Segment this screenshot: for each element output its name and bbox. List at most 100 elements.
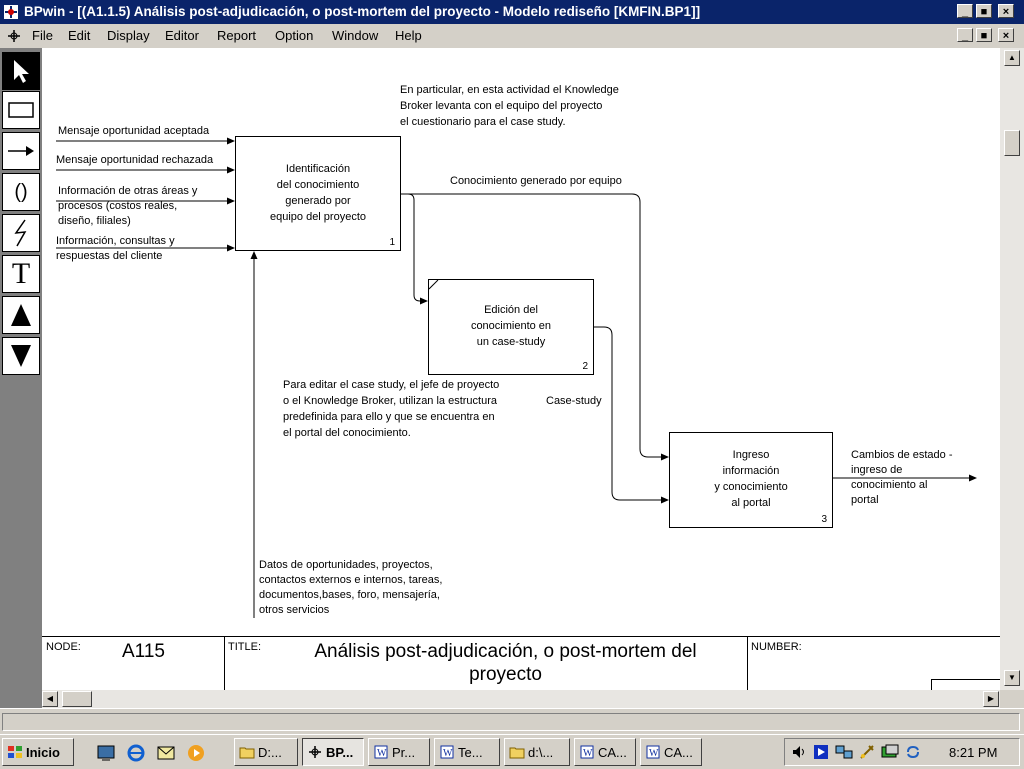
activity-box-2[interactable]: Edición del conocimiento en un case-stud… [428, 279, 594, 375]
clock[interactable]: 8:21 PM [949, 745, 998, 760]
menu-editor[interactable]: Editor [165, 28, 199, 43]
diagram-title-line: Análisis post-adjudicación, o post-morte… [314, 641, 697, 662]
input-label[interactable]: Mensaje oportunidad aceptada [58, 124, 209, 139]
output-label-line: portal [851, 494, 879, 506]
restore-button[interactable]: ■ [976, 4, 992, 18]
note-box1[interactable]: En particular, en esta actividad el Know… [400, 82, 619, 130]
title-cell: TITLE: Análisis post-adjudicación, o pos… [224, 637, 748, 690]
squiggle-tool[interactable]: () [2, 173, 40, 211]
diagram-arrows [56, 137, 977, 618]
taskbar-button-label: CA... [664, 744, 693, 760]
doc-close-button[interactable]: × [998, 28, 1014, 42]
vertical-scrollbar[interactable]: ▲ ▼ [1000, 48, 1024, 690]
start-label: Inicio [26, 744, 60, 760]
number-cell: NUMBER: [747, 637, 1000, 690]
arrow-right-icon [8, 146, 34, 156]
word-document-icon: W [580, 745, 594, 759]
desktop-icon[interactable] [96, 744, 116, 762]
mechanism-label-line: otros servicios [259, 604, 330, 616]
network-icon[interactable] [835, 744, 853, 760]
lightning-bolt-icon [14, 219, 27, 247]
taskbar-button-word-ca2[interactable]: W CA... [640, 738, 702, 766]
menu-file[interactable]: File [32, 28, 53, 43]
triangle-down-icon [11, 345, 31, 367]
taskbar-button-label: BP... [326, 744, 354, 760]
output-label-line: conocimiento al [851, 479, 928, 491]
status-bar [0, 708, 1024, 735]
volume-icon[interactable] [791, 744, 807, 760]
internet-explorer-icon[interactable] [126, 744, 146, 762]
vertical-scroll-thumb[interactable] [1004, 130, 1020, 156]
doc-restore-button[interactable]: ■ [976, 28, 992, 42]
activity-box-3[interactable]: Ingreso información y conocimiento al po… [669, 432, 833, 528]
horizontal-scrollbar[interactable]: ◀ ▶ [42, 690, 1000, 708]
svg-text:W: W [649, 748, 659, 759]
menu-edit[interactable]: Edit [68, 28, 91, 43]
text-tool[interactable]: T [2, 255, 40, 293]
document-icon[interactable] [4, 27, 24, 45]
activity-box-tool[interactable] [2, 91, 40, 129]
input-label[interactable]: Información de otras áreas y procesos (c… [58, 184, 197, 229]
go-to-parent-tool[interactable] [2, 296, 40, 334]
windows-logo-icon [8, 746, 22, 758]
menu-option[interactable]: Option [275, 28, 314, 43]
menu-report[interactable]: Report [217, 28, 257, 43]
box3-text-line: Ingreso [732, 449, 770, 461]
arrow-label-conocimiento[interactable]: Conocimiento generado por equipo [450, 175, 622, 187]
diagram-canvas[interactable]: Identificación del conocimiento generado… [42, 48, 1000, 690]
box1-number: 1 [389, 237, 395, 248]
taskbar-button-bpwin[interactable]: BP... [302, 738, 364, 766]
scroll-up-button[interactable]: ▲ [1004, 50, 1020, 66]
scroll-left-button[interactable]: ◀ [42, 691, 58, 707]
box1-text-line: equipo del proyecto [269, 211, 366, 223]
box1-text-line: del conocimiento [276, 179, 360, 191]
svg-text:W: W [377, 748, 387, 759]
box2-number: 2 [582, 361, 588, 372]
menu-help[interactable]: Help [395, 28, 422, 43]
media-icon[interactable] [813, 744, 829, 760]
title-label: TITLE: [228, 641, 262, 653]
activity-box-1[interactable]: Identificación del conocimiento generado… [235, 136, 401, 251]
taskbar-button-word-pr[interactable]: W Pr... [368, 738, 430, 766]
scroll-right-button[interactable]: ▶ [983, 691, 999, 707]
mechanism-label[interactable]: Datos de oportunidades, proyectos, conta… [259, 558, 442, 618]
title-bar[interactable]: BPwin - [(A1.1.5) Análisis post-adjudica… [0, 0, 1024, 24]
bolt-tool[interactable] [2, 214, 40, 252]
go-to-child-tool[interactable] [2, 337, 40, 375]
arrow-label-case-study[interactable]: Case-study [546, 395, 602, 407]
pointer-tool[interactable] [2, 52, 40, 90]
toolbox: () T [0, 48, 42, 708]
input-label[interactable]: Mensaje oportunidad rechazada [56, 153, 213, 168]
horizontal-scroll-thumb[interactable] [62, 691, 92, 707]
box2-text-line: Edición del [484, 304, 538, 316]
mechanism-label-line: documentos,bases, foro, mensajería, [259, 589, 440, 601]
output-label-line: ingreso de [851, 464, 903, 476]
note-line: el portal del conocimiento. [283, 427, 411, 439]
number-label: NUMBER: [751, 641, 802, 653]
tray-sync-icon[interactable] [905, 744, 921, 760]
taskbar-button-explorer-d2[interactable]: d:\... [504, 738, 570, 766]
taskbar-button-word-te[interactable]: W Te... [434, 738, 500, 766]
taskbar-button-label: d:\... [528, 744, 554, 760]
tray-tool-icon[interactable] [859, 744, 875, 760]
output-label[interactable]: Cambios de estado - ingreso de conocimie… [851, 448, 953, 508]
menu-window[interactable]: Window [332, 28, 379, 43]
outlook-icon[interactable] [156, 744, 176, 762]
taskbar-button-explorer-d[interactable]: D:... [234, 738, 298, 766]
doc-minimize-button[interactable]: _ [957, 28, 973, 42]
start-button[interactable]: Inicio [2, 738, 74, 766]
menu-display[interactable]: Display [107, 28, 150, 43]
folder-icon [239, 747, 255, 759]
scroll-down-button[interactable]: ▼ [1004, 670, 1020, 686]
svg-text:W: W [443, 748, 453, 759]
tray-app-icon[interactable] [881, 744, 899, 760]
close-button[interactable]: × [998, 4, 1014, 18]
input-label[interactable]: Información, consultas y respuestas del … [56, 234, 175, 264]
arrow-tool[interactable] [2, 132, 40, 170]
bpwin-app-icon[interactable] [3, 4, 19, 20]
taskbar-button-word-ca1[interactable]: W CA... [574, 738, 636, 766]
node-cell: NODE: A115 [42, 637, 225, 690]
minimize-button[interactable]: _ [957, 4, 973, 18]
note-box2[interactable]: Para editar el case study, el jefe de pr… [283, 377, 499, 441]
media-player-icon[interactable] [186, 744, 206, 762]
